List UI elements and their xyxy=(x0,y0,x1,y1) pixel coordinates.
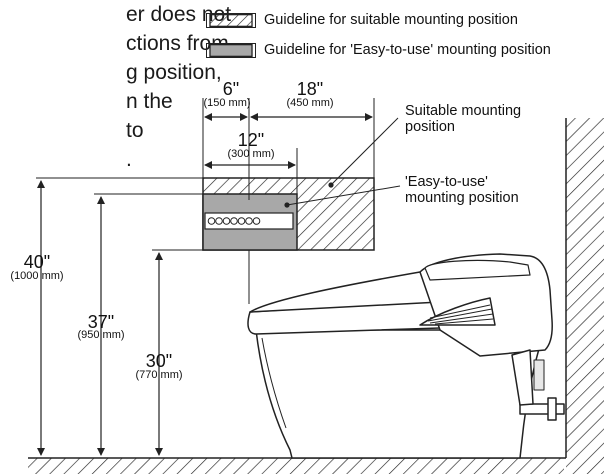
legend-item-easy: Guideline for 'Easy-to-use' mounting pos… xyxy=(206,41,551,59)
callout-suitable-line1: Suitable mounting xyxy=(405,103,522,119)
dim-37-mm: (950 mm) xyxy=(77,329,125,341)
intro-line: ctions from xyxy=(126,32,229,55)
dim-37-inch: 37" xyxy=(87,312,115,332)
intro-line: er does not xyxy=(126,3,232,26)
callout-easy: 'Easy-to-use' mounting position xyxy=(405,174,519,206)
callout-easy-line2: mounting position xyxy=(405,190,519,206)
intro-line: to xyxy=(126,119,144,142)
dim-30-inch: 30" xyxy=(145,351,173,371)
callout-easy-line1: 'Easy-to-use' xyxy=(405,174,488,190)
wall xyxy=(565,118,604,474)
intro-line: n the xyxy=(126,90,173,113)
legend-item-suitable: Guideline for suitable mounting position xyxy=(206,11,518,29)
callout-suitable-line2: position xyxy=(405,119,455,135)
dim-12-mm: (300 mm) xyxy=(227,148,275,160)
intro-line: g position, xyxy=(126,61,222,84)
dim-12-inch: 12" xyxy=(237,130,265,150)
legend-label-suitable: Guideline for suitable mounting position xyxy=(264,12,518,28)
toilet-illustration xyxy=(247,253,565,459)
dim-18-mm: (450 mm) xyxy=(286,97,334,109)
dim-30-mm: (770 mm) xyxy=(135,369,183,381)
dim-6-mm: (150 mm) xyxy=(203,97,251,109)
legend-label-easy: Guideline for 'Easy-to-use' mounting pos… xyxy=(264,42,551,58)
dim-40-mm: (1000 mm) xyxy=(10,270,64,282)
hatch-swatch-icon xyxy=(206,12,256,28)
dim-18-inch: 18" xyxy=(296,79,324,99)
gray-swatch-icon xyxy=(206,42,256,58)
dim-40-inch: 40" xyxy=(23,252,51,272)
floor xyxy=(28,457,566,474)
control-panel xyxy=(204,212,294,230)
intro-paragraph: er does not ctions from g position, n th… xyxy=(0,0,231,174)
intro-line: . xyxy=(126,148,132,171)
dim-6-inch: 6" xyxy=(222,79,240,99)
callout-suitable: Suitable mounting position xyxy=(405,103,521,135)
